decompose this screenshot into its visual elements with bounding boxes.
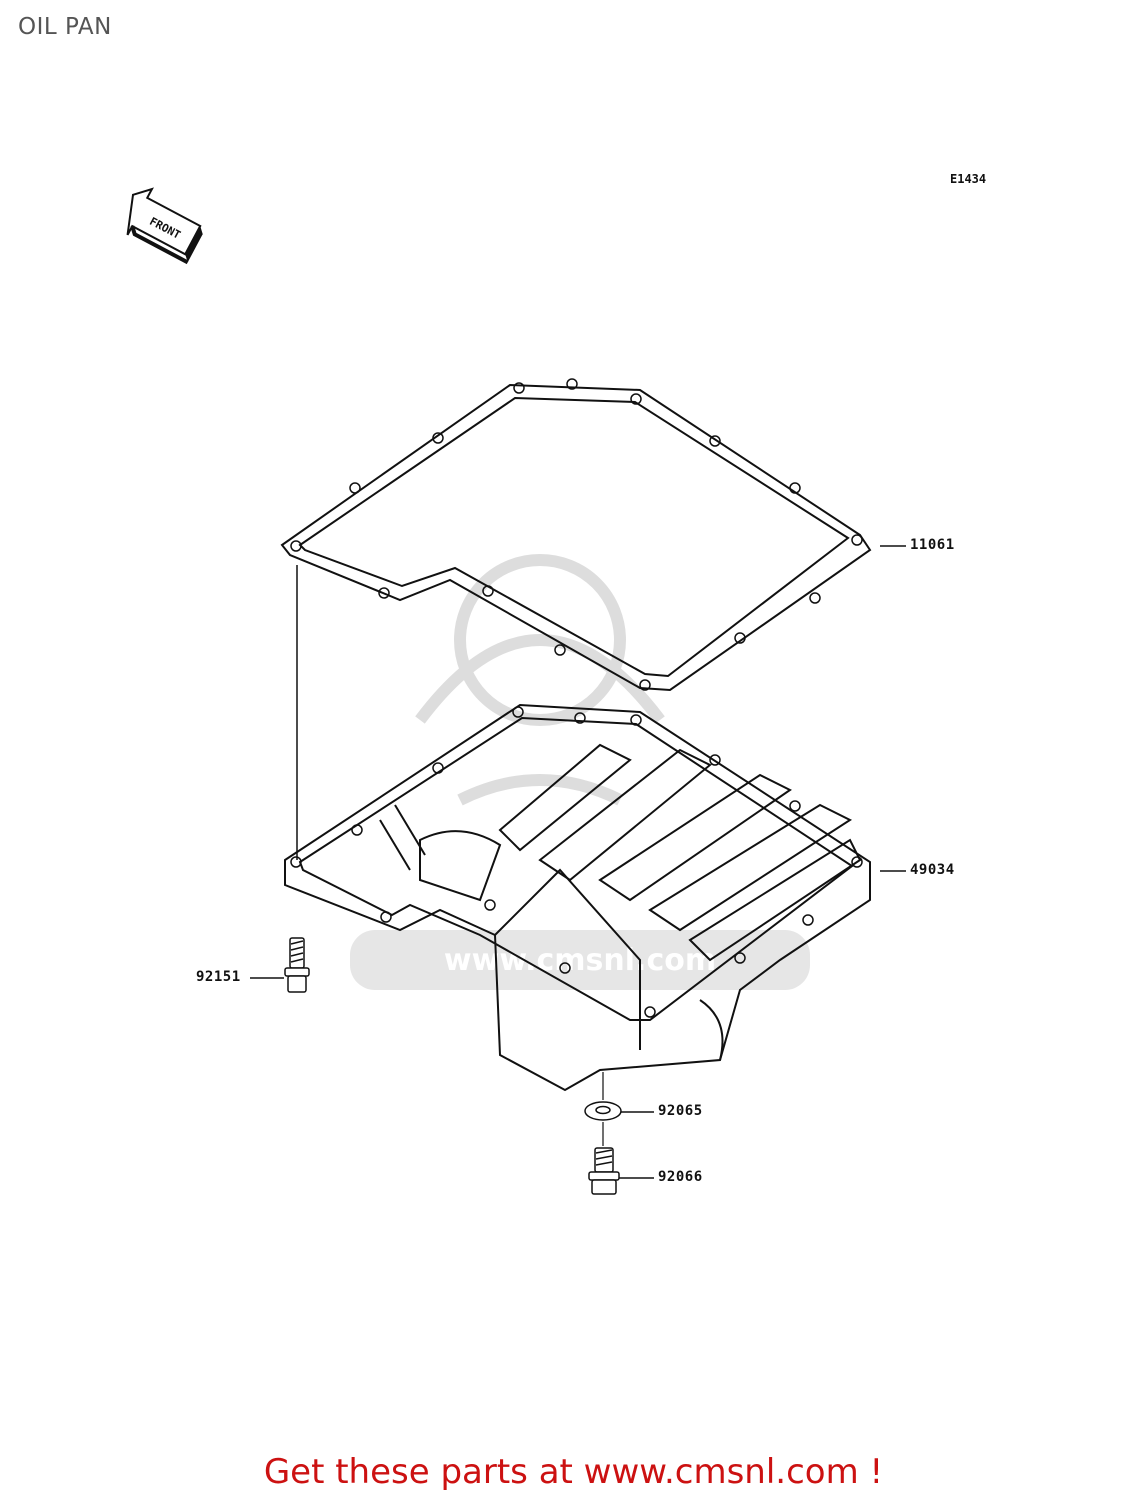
diagram-code: E1434 [950,172,987,186]
shop-link[interactable]: Get these parts at www.cmsnl.com ! [263,1452,884,1492]
part-number-49034[interactable]: 49034 [910,862,955,878]
part-number-92066[interactable]: 92066 [658,1169,703,1185]
washer-92065 [584,1101,622,1121]
page-title: OIL PAN [18,14,112,40]
watermark-logo [350,554,810,990]
part-number-92151[interactable]: 92151 [196,969,241,985]
drain-plug-92066 [588,1147,620,1195]
watermark-text: www.cmsnl.com [444,943,716,978]
front-arrow-icon: FRONT [126,187,203,265]
oil-pan-49034 [284,703,871,1092]
gasket-11061 [280,378,872,692]
part-number-11061[interactable]: 11061 [910,537,955,553]
bolt-92151 [284,937,310,993]
part-number-92065[interactable]: 92065 [658,1103,703,1119]
